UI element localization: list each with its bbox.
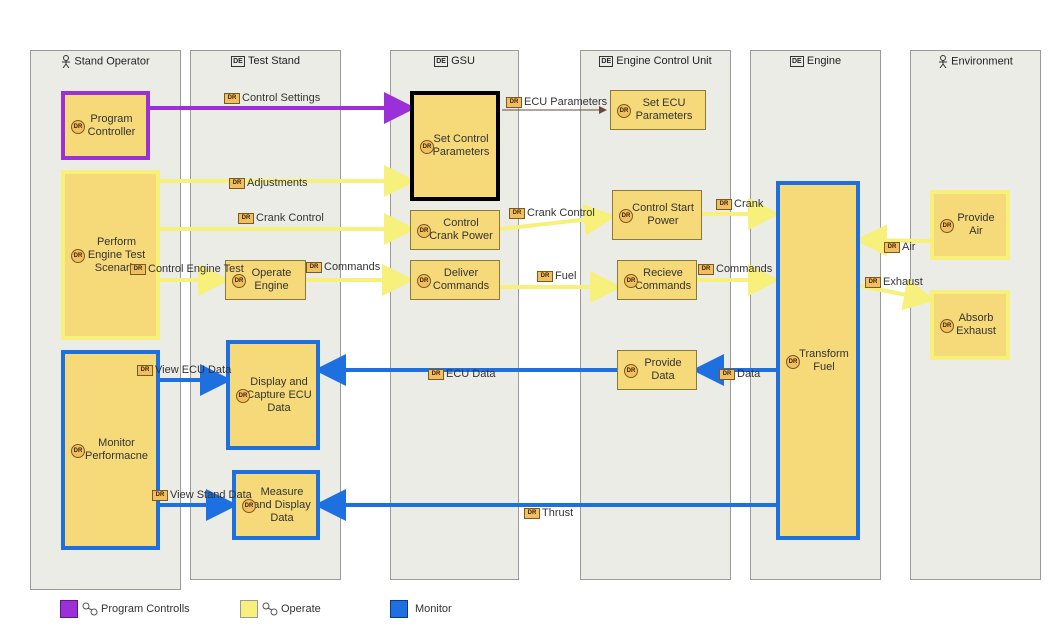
exchange-icon: DR: [698, 263, 714, 275]
edge-air: [855, 224, 931, 257]
legend-label: Program Controlls: [101, 603, 190, 615]
edge-exhaust: [859, 278, 936, 311]
exchange-icon: DR: [229, 177, 245, 189]
function-control-crank-power[interactable]: DR Control Crank Power: [410, 210, 500, 250]
lane-title-engine: Engine: [806, 55, 842, 67]
function-icon: DR: [624, 274, 638, 288]
exchange-icon: DR: [884, 241, 900, 253]
exchange-icon: DR: [130, 263, 146, 275]
function-icon: DR: [417, 224, 431, 238]
actor-icon: [939, 55, 948, 68]
function-icon: DR: [940, 219, 954, 233]
function-icon: DR: [71, 119, 85, 134]
exchange-icon: DR: [306, 261, 322, 273]
function-monitor-performance[interactable]: DR Monitor Performacne: [61, 350, 160, 550]
function-icon: DR: [232, 274, 246, 288]
function-icon: DR: [71, 444, 85, 458]
function-display-capture-ecu-data[interactable]: DR Display and Capture ECU Data: [226, 340, 320, 450]
edge-crank-control-2: [499, 203, 616, 236]
entity-icon: DE: [599, 55, 614, 67]
entity-icon: DE: [231, 55, 245, 67]
legend-label: Monitor: [415, 603, 452, 615]
exchange-icon: DR: [224, 92, 240, 104]
exchange-icon: DR: [428, 368, 444, 380]
function-control-start-power[interactable]: DR Control Start Power: [612, 190, 702, 240]
function-absorb-exhaust[interactable]: DR Absorb Exhaust: [930, 290, 1010, 360]
function-set-control-parameters[interactable]: DR Set Control Parameters: [410, 91, 500, 201]
function-measure-display-data[interactable]: DR Measure and Display Data: [232, 470, 320, 540]
function-icon: DR: [242, 499, 256, 513]
exchange-icon: DR: [524, 507, 540, 519]
function-icon: DR: [619, 209, 633, 223]
function-transform-fuel[interactable]: DR Transform Fuel: [776, 181, 860, 540]
exchange-icon: DR: [865, 276, 881, 288]
entity-icon: DE: [789, 55, 804, 67]
exchange-icon: DR: [137, 364, 153, 376]
exchange-icon: DR: [716, 198, 732, 210]
function-operate-engine[interactable]: DR Operate Engine: [225, 260, 306, 300]
exchange-icon: DR: [152, 489, 168, 501]
lane-title-stand-operator: Stand Operator: [74, 55, 150, 68]
function-perform-engine-test-scenario[interactable]: DR Perform Engine Test Scenario: [61, 170, 160, 340]
legend-swatch-blue: [390, 600, 408, 618]
scenario-icon: [82, 602, 98, 616]
function-icon: DR: [617, 104, 631, 118]
legend-label: Operate: [281, 603, 321, 615]
function-icon: DR: [420, 140, 434, 154]
function-icon: DR: [236, 389, 250, 403]
function-recieve-commands[interactable]: DR Recieve Commands: [617, 260, 697, 300]
exchange-icon: DR: [537, 270, 553, 282]
function-icon: DR: [624, 364, 638, 378]
exchange-icon: DR: [509, 207, 525, 219]
function-icon: DR: [71, 249, 85, 263]
exchange-icon: DR: [719, 368, 735, 380]
legend-swatch-yellow: [240, 600, 258, 618]
actor-icon: [62, 55, 71, 68]
lane-title-ecu: Engine Control Unit: [616, 55, 712, 67]
function-provide-data[interactable]: DR Provide Data: [617, 350, 697, 390]
function-provide-air[interactable]: DR Provide Air: [930, 190, 1010, 260]
function-icon: DR: [940, 319, 954, 333]
exchange-icon: DR: [238, 212, 254, 224]
function-program-controller[interactable]: DR Program Controller: [61, 91, 150, 160]
entity-icon: DE: [434, 55, 449, 67]
lane-title-environment: Environment: [951, 55, 1013, 68]
function-icon: DR: [417, 274, 431, 288]
legend-item-operate[interactable]: Operate: [240, 600, 321, 618]
lane-title-gsu: GSU: [451, 55, 475, 67]
legend-item-monitor[interactable]: Monitor: [390, 600, 452, 618]
lane-title-test-stand: Test Stand: [248, 55, 300, 67]
legend-swatch-purple: [60, 600, 78, 618]
scenario-icon: [262, 602, 278, 616]
exchange-icon: DR: [506, 96, 522, 108]
function-icon: DR: [786, 354, 800, 369]
legend-item-program-controlls[interactable]: Program Controlls: [60, 600, 190, 618]
function-set-ecu-parameters[interactable]: DR Set ECU Parameters: [610, 90, 706, 130]
function-deliver-commands[interactable]: DR Deliver Commands: [410, 260, 500, 300]
